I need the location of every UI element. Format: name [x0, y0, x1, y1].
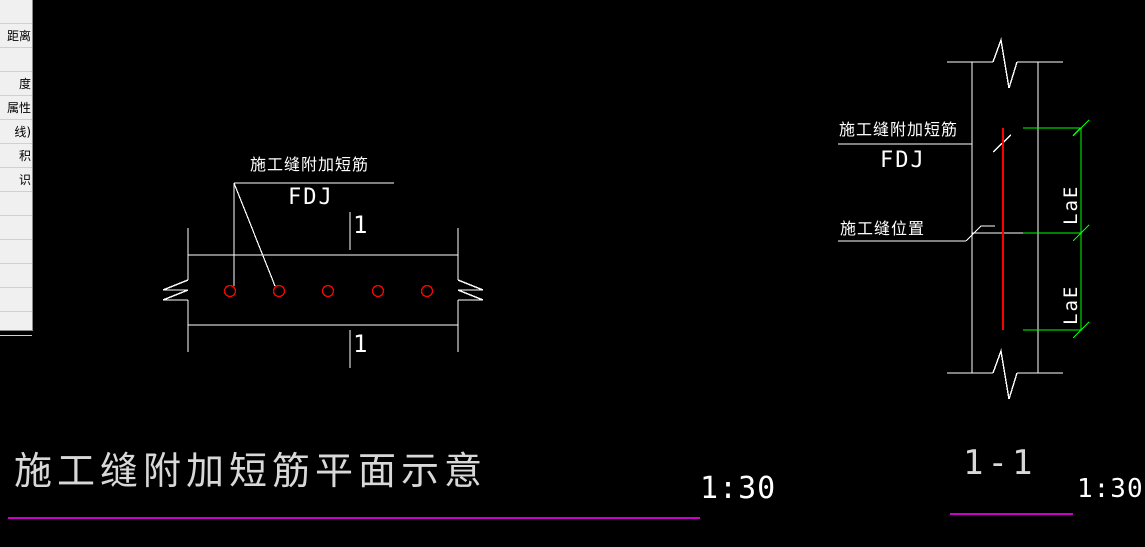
section-view-scale: 1:30	[1077, 474, 1144, 504]
property-row-label: 识	[18, 172, 31, 187]
property-row[interactable]: 距离	[0, 24, 32, 48]
property-row[interactable]	[0, 192, 32, 216]
plan-leader-label-code: FDJ	[288, 185, 334, 210]
section-view-geometry	[838, 37, 1063, 400]
property-row[interactable]: 属性	[0, 96, 32, 120]
dimension-label-upper: LaE	[1060, 184, 1082, 225]
property-row[interactable]: 识	[0, 168, 32, 192]
property-row[interactable]: 线)	[0, 120, 32, 144]
section-leader-label-primary: 施工缝附加短筋	[839, 120, 959, 139]
plan-section-marker-bottom: 1	[353, 330, 370, 358]
property-row-label: 积	[18, 148, 31, 163]
plan-leader-lines	[233, 182, 394, 287]
property-row[interactable]	[0, 48, 32, 72]
title-underlines	[8, 513, 1073, 519]
section-joint-location-label: 施工缝位置	[840, 219, 926, 238]
property-row[interactable]	[0, 240, 32, 264]
property-row-label: 线)	[14, 124, 31, 139]
property-row[interactable]	[0, 288, 32, 312]
dimension-label-lower: LaE	[1060, 284, 1082, 325]
property-row[interactable]: 度	[0, 72, 32, 96]
property-row[interactable]	[0, 0, 32, 24]
plan-view-title: 施工缝附加短筋平面示意	[14, 449, 488, 493]
plan-view-geometry	[162, 228, 484, 352]
property-row[interactable]	[0, 264, 32, 288]
property-panel[interactable]: 距离 度 属性 线) 积 识	[0, 0, 33, 336]
plan-view-scale: 1:30	[700, 471, 777, 506]
section-leader-label-code: FDJ	[880, 148, 926, 173]
section-view-title: 1-1	[963, 443, 1037, 483]
property-row-label: 度	[18, 76, 31, 91]
section-dimension-lines	[1023, 119, 1090, 339]
property-row[interactable]: 积	[0, 144, 32, 168]
property-row[interactable]	[0, 312, 32, 336]
property-row-label: 属性	[6, 100, 31, 115]
property-row[interactable]	[0, 216, 32, 240]
plan-rebar-dots	[223, 284, 434, 298]
plan-leader-label-primary: 施工缝附加短筋	[250, 155, 370, 174]
property-row-label: 距离	[6, 28, 31, 43]
plan-section-marker-top: 1	[353, 211, 370, 239]
